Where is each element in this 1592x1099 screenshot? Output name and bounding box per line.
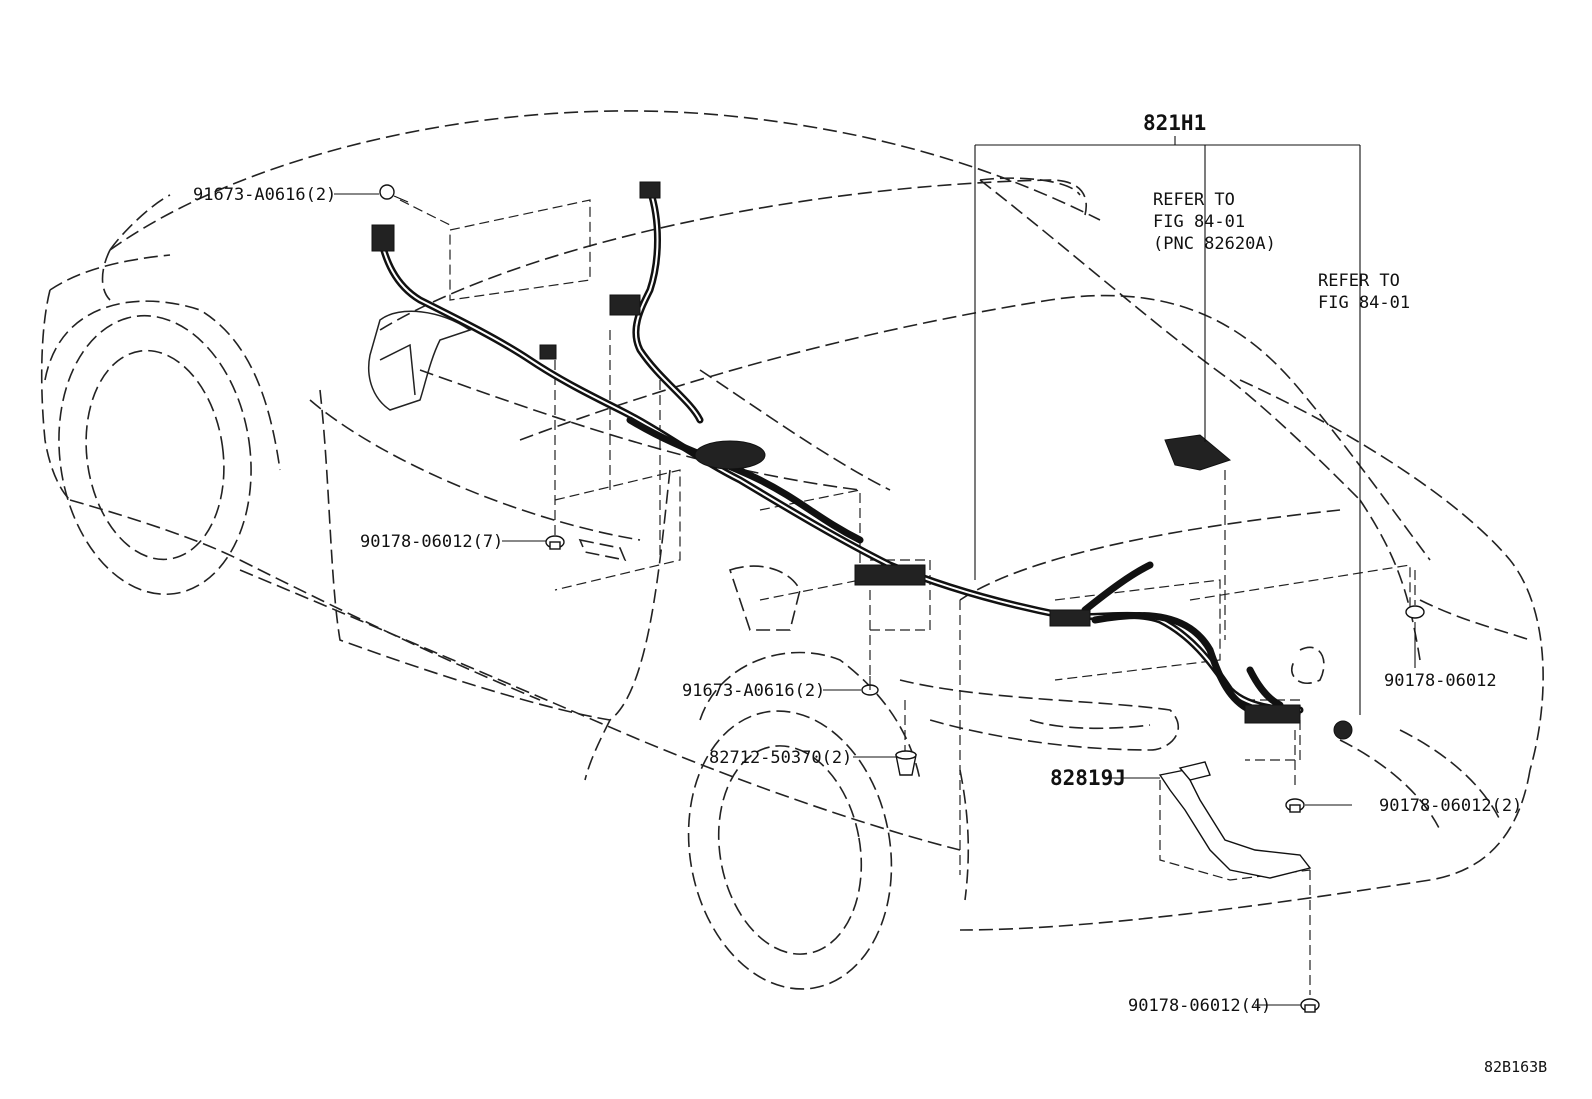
callout-clip[interactable]: 82712-50370(2) <box>709 748 852 768</box>
callout-nut-right-2[interactable]: 90178-06012(2) <box>1379 796 1522 816</box>
callout-bolt-lower[interactable]: 91673-A0616(2) <box>682 681 825 701</box>
callout-nut-bottom[interactable]: 90178-06012(4) <box>1128 996 1271 1016</box>
nut-bottom-icon[interactable] <box>1300 998 1320 1013</box>
callout-bracket[interactable]: 82819J <box>1050 766 1126 790</box>
labels: 821H1 REFER TO FIG 84-01 (PNC 82620A) RE… <box>193 111 1547 1076</box>
grommet-icon <box>1333 720 1353 740</box>
refer-box-2-line-2: FIG 84-01 <box>1318 293 1410 313</box>
nut-right-2-icon[interactable] <box>1285 798 1305 813</box>
car-body-outline <box>40 110 1544 990</box>
callout-bolt-upper[interactable]: 91673-A0616(2) <box>193 185 336 205</box>
wire-harness-821H1[interactable] <box>371 181 1304 724</box>
refer-box-1-line-3: (PNC 82620A) <box>1153 234 1276 254</box>
refer-box-1-line-2: FIG 84-01 <box>1153 212 1245 232</box>
bracket-82819J[interactable] <box>1158 761 1312 879</box>
refer-box-2-line-1: REFER TO <box>1318 271 1400 291</box>
clip-icon[interactable] <box>895 750 917 776</box>
nut-left-icon[interactable] <box>545 535 565 550</box>
harness-label: 821H1 <box>1143 111 1206 135</box>
nut-right-icon[interactable] <box>1405 605 1425 619</box>
leader-lines <box>334 136 1416 1006</box>
figure-id: 82B163B <box>1484 1058 1547 1076</box>
refer-box-1-line-1: REFER TO <box>1153 190 1235 210</box>
fasteners <box>379 184 1425 1013</box>
bolt-lower-icon[interactable] <box>861 676 879 696</box>
callout-nut-right[interactable]: 90178-06012 <box>1384 671 1497 691</box>
callout-nut-left[interactable]: 90178-06012(7) <box>360 532 503 552</box>
bolt-upper-icon[interactable] <box>379 184 409 203</box>
